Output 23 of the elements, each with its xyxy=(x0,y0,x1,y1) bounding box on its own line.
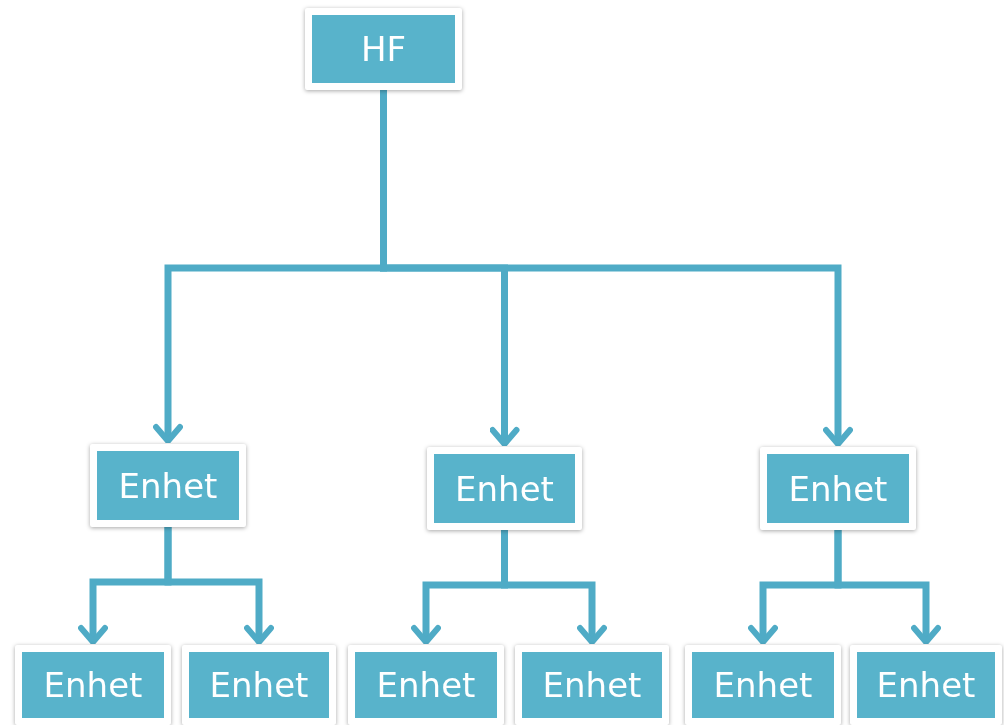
unit-label: Enhet xyxy=(788,468,888,509)
unit-label: Enhet xyxy=(542,665,642,705)
arrow xyxy=(501,530,607,645)
unit-label: Enhet xyxy=(455,468,554,509)
unit-box xyxy=(305,8,462,90)
unit-box xyxy=(427,447,582,530)
unit-label: HF xyxy=(360,29,407,69)
unit-label: Enhet xyxy=(118,465,218,506)
unit-label: Enhet xyxy=(43,665,143,705)
unit-box xyxy=(182,645,336,725)
arrow xyxy=(164,527,274,645)
unit-label: Enhet xyxy=(876,665,976,705)
unit-label: Enhet xyxy=(713,665,813,705)
unit-label: Enhet xyxy=(376,665,476,705)
unit-box xyxy=(760,447,916,530)
unit-label: Enhet xyxy=(209,665,309,705)
arrow xyxy=(834,530,941,645)
unit-box xyxy=(685,645,841,725)
unit-box xyxy=(515,645,669,725)
unit-box xyxy=(90,444,246,527)
unit-box xyxy=(850,645,1002,725)
unit-box xyxy=(348,645,504,725)
unit-box xyxy=(15,645,171,725)
